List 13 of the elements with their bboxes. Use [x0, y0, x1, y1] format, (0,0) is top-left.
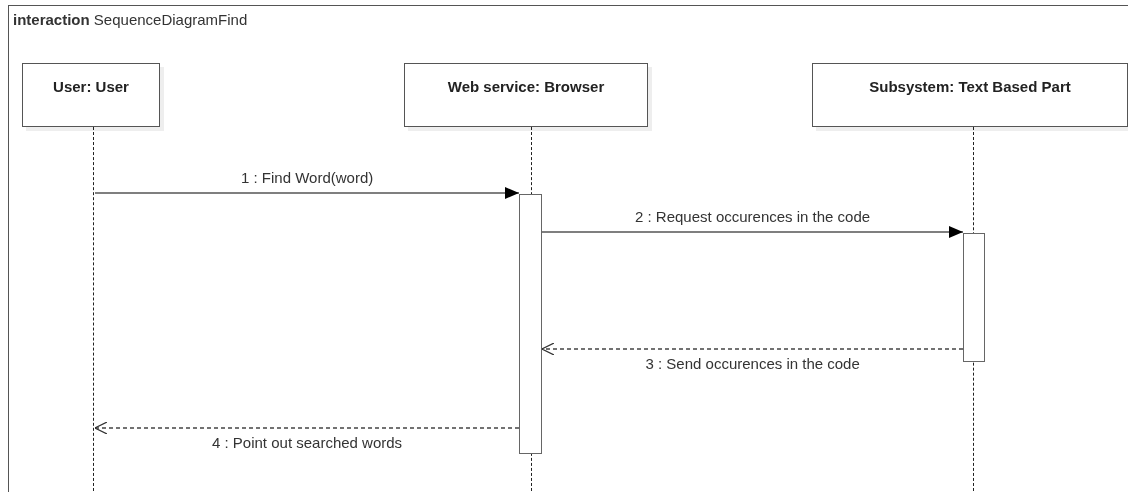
- activation-bar: [963, 233, 985, 362]
- message-label: 3 : Send occurences in the code: [645, 355, 860, 372]
- message-label: 4 : Point out searched words: [212, 434, 403, 451]
- frame-title: interaction SequenceDiagramFind: [9, 6, 276, 38]
- activation-bar: [519, 194, 542, 454]
- lifeline: [93, 127, 95, 492]
- interaction-frame: [8, 5, 1128, 492]
- return-message-arrow: [541, 342, 964, 356]
- message-arrow: [541, 226, 964, 238]
- message-arrow: [94, 187, 520, 199]
- message-label: 2 : Request occurences in the code: [635, 208, 871, 225]
- message-label: 1 : Find Word(word): [241, 169, 374, 186]
- return-message-arrow: [94, 421, 520, 435]
